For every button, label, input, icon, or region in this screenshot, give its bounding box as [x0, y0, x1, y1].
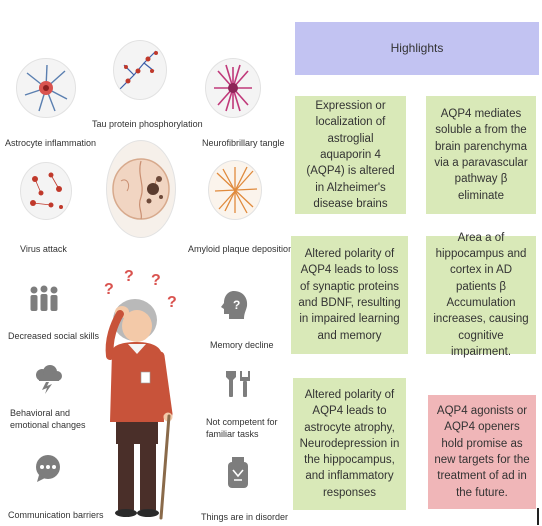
behavioral-emotional-label: Behavioral and emotional changes: [10, 408, 100, 431]
astrocyte-inflammation-label: Astrocyte inflammation: [5, 138, 97, 148]
amyloid-plaque-label: Amyloid plaque deposition: [188, 244, 294, 254]
communication-barriers-label: Communication barriers: [8, 510, 104, 520]
highlight-text-1: Expression or localization of astroglial…: [306, 99, 395, 210]
decreased-social-skills-label: Decreased social skills: [8, 331, 100, 341]
highlights-title: Highlights: [390, 40, 444, 55]
astrocyte-icon: [24, 64, 68, 112]
highlight-box-6: AQP4 agonists or AQP4 openers hold promi…: [428, 395, 536, 509]
question-mark-3: ?: [151, 272, 161, 289]
highlight-text-2: AQP4 mediates soluble a from the brain p…: [434, 108, 528, 202]
jar-icon: [228, 457, 248, 488]
highlight-text-4: Area a of hippocampus and cortex in AD p…: [433, 231, 529, 358]
memory-decline-label: Memory decline: [210, 340, 274, 350]
highlights-header: Highlights: [295, 22, 539, 75]
neurofibrillary-tangle-icon: [214, 64, 252, 112]
virus-illustration: [20, 162, 72, 220]
question-mark-4: ?: [167, 294, 177, 311]
highlight-text-6: AQP4 agonists or AQP4 openers hold promi…: [434, 405, 530, 499]
question-mark-1: ?: [104, 281, 114, 298]
behavioral-emotional-text: Behavioral and emotional changes: [10, 408, 86, 430]
highlight-box-5: Altered polarity of AQP4 leads to astroc…: [293, 378, 406, 510]
cloud-storm-icon: [36, 365, 62, 394]
familiar-tasks-label: Not competent for familiar tasks: [206, 417, 286, 440]
speech-bubble-icon: [36, 455, 60, 482]
highlight-box-2: AQP4 mediates soluble a from the brain p…: [426, 96, 536, 214]
highlight-box-4: Area a of hippocampus and cortex in AD p…: [426, 232, 536, 358]
svg-text:?: ?: [233, 298, 240, 312]
head-question-icon: ?: [221, 291, 248, 319]
brain-section-icon: [112, 158, 170, 220]
highlight-text-3: Altered polarity of AQP4 leads to loss o…: [298, 248, 401, 342]
tangle-illustration: [205, 58, 261, 118]
brain-illustration: [106, 140, 176, 238]
tau-protein-icon: [119, 50, 158, 90]
virus-attack-label: Virus attack: [20, 244, 67, 254]
familiar-tasks-text: Not competent for familiar tasks: [206, 417, 278, 439]
things-disorder-label: Things are in disorder: [201, 512, 289, 522]
tools-icon: [226, 371, 250, 397]
astrocyte-illustration: [16, 58, 76, 118]
question-mark-2: ?: [124, 268, 134, 285]
elderly-woman-icon: [105, 299, 173, 520]
highlight-box-3: Altered polarity of AQP4 leads to loss o…: [291, 236, 408, 354]
tau-illustration: [113, 40, 167, 100]
tau-phosphorylation-label: Tau protein phosphorylation: [92, 119, 203, 129]
amyloid-illustration: [208, 160, 262, 220]
virus-icon: [30, 172, 63, 209]
amyloid-plaque-icon: [214, 166, 258, 214]
neurofibrillary-tangle-label: Neurofibrillary tangle: [202, 138, 285, 148]
text-cursor: [537, 508, 539, 525]
highlight-text-5: Altered polarity of AQP4 leads to astroc…: [299, 388, 400, 499]
people-icon: [30, 285, 58, 311]
highlight-box-1: Expression or localization of astroglial…: [295, 96, 406, 214]
